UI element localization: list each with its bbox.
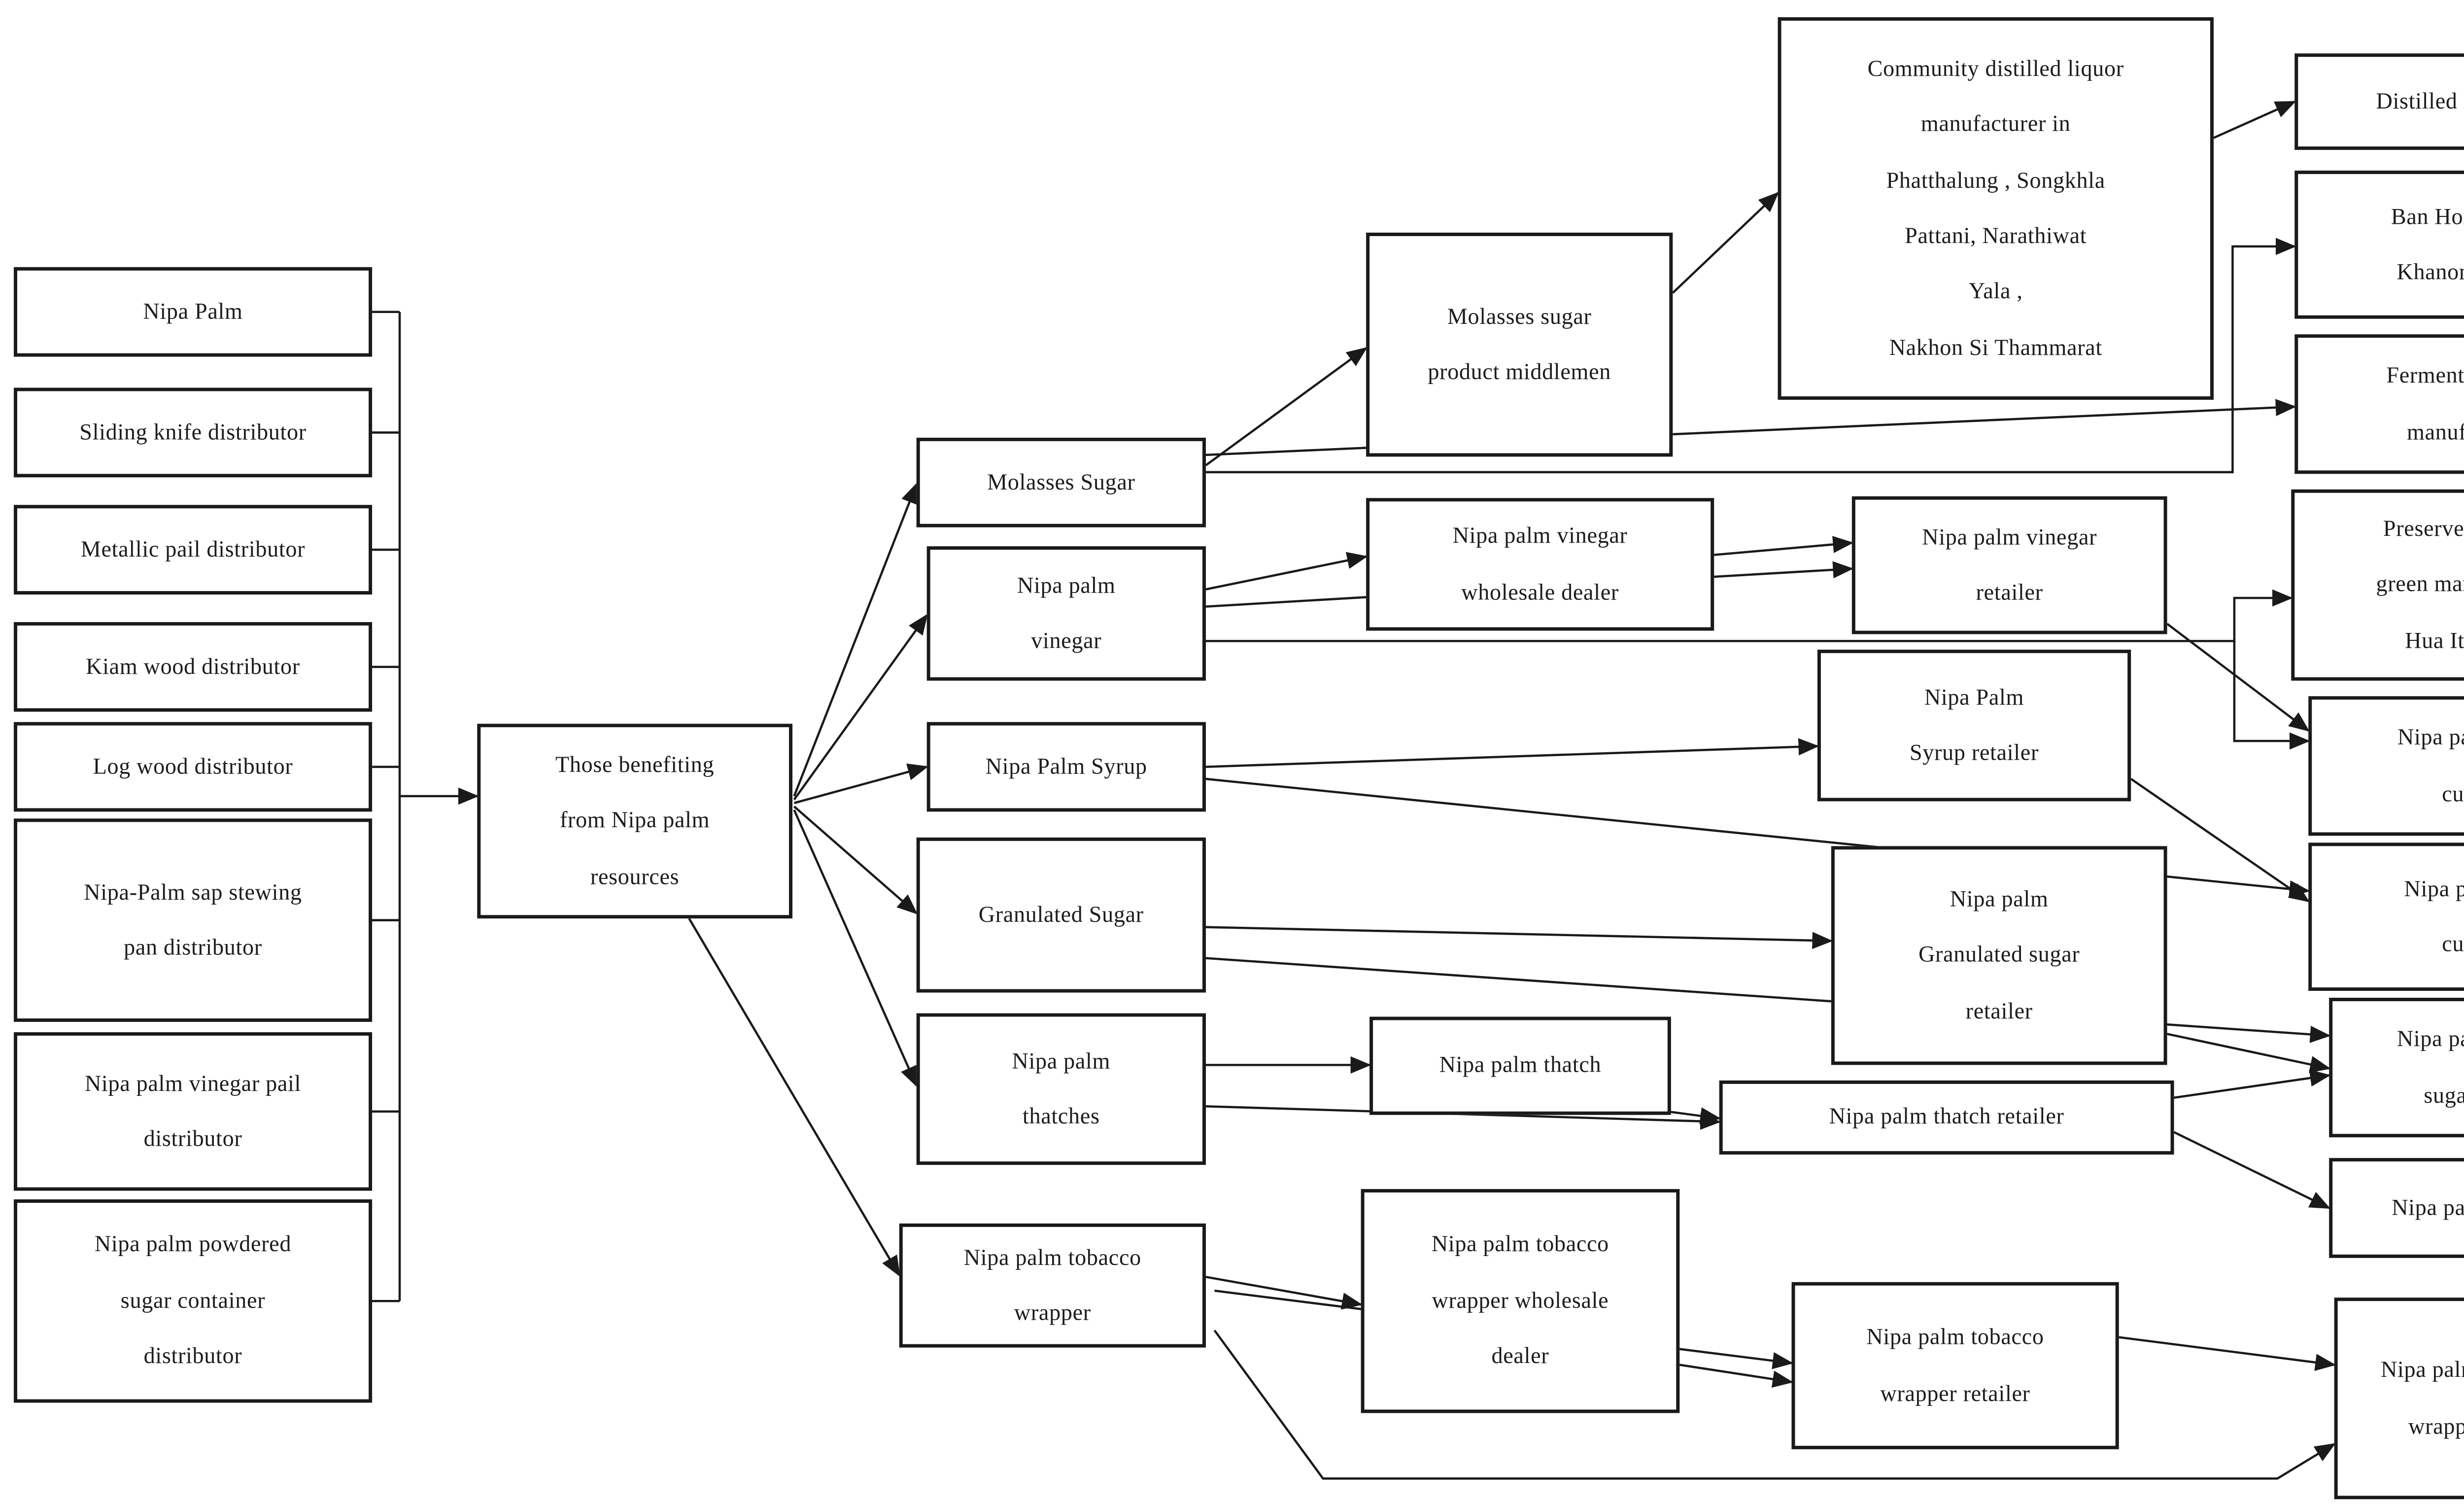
edge-thatch-retailer-to-thatch-user (2173, 1131, 2331, 1209)
node-preserved-mustard-manufacturer: Preserved mustard green manufacturer, Hu… (2291, 489, 2464, 681)
edge-molasses-sugar-to-ban-hoi-rak (1205, 238, 2296, 474)
node-granulated-sugar-retailer: Nipa palm Granulated sugar retailer (1831, 846, 2167, 1065)
edge-nipa-palm-syrup-to-syrup-retailer (1205, 738, 1819, 768)
node-vinegar-pail-distributor: Nipa palm vinegar pail distributor (13, 1032, 373, 1191)
node-honey-customer: Nipa palm honey customer (2308, 842, 2464, 991)
edge-beneficiaries-to-nipa-palm-syrup (793, 763, 929, 805)
edge-vinegar-wholesale-dealer-to-vinegar-retailer (1714, 536, 1854, 556)
node-sliding-knife-distributor: Sliding knife distributor (13, 387, 373, 478)
node-vinegar-retailer: Nipa palm vinegar retailer (1851, 496, 2167, 634)
node-powdered-sugar-container-distributor: Nipa palm powdered sugar container distr… (13, 1199, 373, 1403)
node-thatch-retailer: Nipa palm thatch retailer (1719, 1080, 2174, 1155)
node-nipa-palm-vinegar: Nipa palm vinegar (926, 546, 1206, 681)
node-molasses-middlemen: Molasses sugar product middlemen (1366, 232, 1673, 457)
node-nipa-palm-thatch: Nipa palm thatch (1369, 1016, 1671, 1115)
edge-community-liquor-manufacturer-to-distilled-liquor (2213, 101, 2296, 139)
edge-vinegar-retailer-to-vinegar-customer (2166, 623, 2310, 732)
node-metallic-pail-distributor: Metallic pail distributor (13, 505, 373, 595)
node-molasses-sugar: Molasses Sugar (916, 437, 1206, 527)
edge-molasses-middlemen-to-community-liquor-manufacturer (1672, 192, 1780, 294)
edge-syrup-retailer-to-honey-customer (2130, 778, 2310, 903)
edge-beneficiaries-to-molasses-sugar (793, 483, 918, 797)
node-stewing-pan-distributor: Nipa-Palm sap stewing pan distributor (13, 818, 373, 1022)
node-nipa-palm-tobacco-wrapper: Nipa palm tobacco wrapper (899, 1223, 1206, 1348)
node-nipa-palm-thatches: Nipa palm thatches (916, 1013, 1206, 1165)
edge-tobacco-wholesale-dealer-to-tobacco-retailer (1679, 1364, 1793, 1388)
edge-nipa-palm-tobacco-wrapper-to-tobacco-wrapper-user (1213, 1330, 2336, 1480)
edge-granulated-sugar-to-granulated-sugar-retailer (1205, 926, 1833, 949)
node-powdered-sugar-customer: Nipa palm powdered sugar customer (2329, 998, 2464, 1138)
node-tobacco-wrapper-user: Nipa palm tobacco wrapper user (2334, 1297, 2464, 1500)
edge-beneficiaries-to-granulated-sugar (793, 805, 918, 915)
node-community-liquor-manufacturer: Community distilled liquor manufacturer … (1778, 17, 2214, 400)
edge-nipa-palm-tobacco-wrapper-to-tobacco-wholesale-dealer (1205, 1276, 1363, 1310)
node-beneficiaries: Those benefiting from Nipa palm resource… (477, 724, 793, 919)
node-fermented-shrimp-manufacturer: Fermented shrimp manufacturer, (2294, 334, 2464, 474)
node-granulated-sugar: Granulated Sugar (916, 837, 1206, 993)
node-distilled-liquor: Distilled liquor (2294, 53, 2464, 150)
edge-molasses-sugar-to-molasses-middlemen (1205, 347, 1368, 466)
node-nipa-palm: Nipa Palm (13, 267, 373, 357)
edge-thatch-retailer-to-powdered-sugar-customer (2174, 1069, 2331, 1099)
node-tobacco-retailer: Nipa palm tobacco wrapper retailer (1791, 1282, 2119, 1449)
edge-nipa-palm-vinegar-to-preserved-mustard-manufacturer (1205, 589, 2293, 642)
edge-beneficiaries-to-nipa-palm-tobacco-wrapper (688, 918, 900, 1277)
node-log-wood-distributor: Log wood distributor (13, 722, 373, 812)
edge-beneficiaries-to-nipa-palm-thatches (793, 809, 918, 1087)
edge-beneficiaries-to-nipa-palm-vinegar (793, 614, 928, 801)
node-tobacco-wholesale-dealer: Nipa palm tobacco wrapper wholesale deal… (1361, 1189, 1680, 1413)
node-kiam-wood-distributor: Kiam wood distributor (13, 622, 373, 712)
node-ban-hoi-rak: Ban Hoi Rak Khanom La (2294, 171, 2464, 319)
node-syrup-retailer: Nipa Palm Syrup retailer (1817, 649, 2131, 802)
edge-nipa-palm-vinegar-to-vinegar-wholesale-dealer (1205, 552, 1368, 591)
edge-granulated-sugar-retailer-to-powdered-sugar-customer (2167, 1033, 2331, 1073)
edge-nipa-palm-thatch-to-thatch-retailer (1667, 1107, 1721, 1124)
node-vinegar-wholesale-dealer: Nipa palm vinegar wholesale dealer (1366, 498, 1714, 631)
node-nipa-palm-syrup: Nipa Palm Syrup (926, 722, 1206, 812)
node-vinegar-customer: Nipa palm vinegar customer (2308, 696, 2464, 836)
edge-tobacco-retailer-to-tobacco-wrapper-user (2119, 1336, 2336, 1371)
node-thatch-user: Nipa palm thatch user (2329, 1158, 2464, 1258)
